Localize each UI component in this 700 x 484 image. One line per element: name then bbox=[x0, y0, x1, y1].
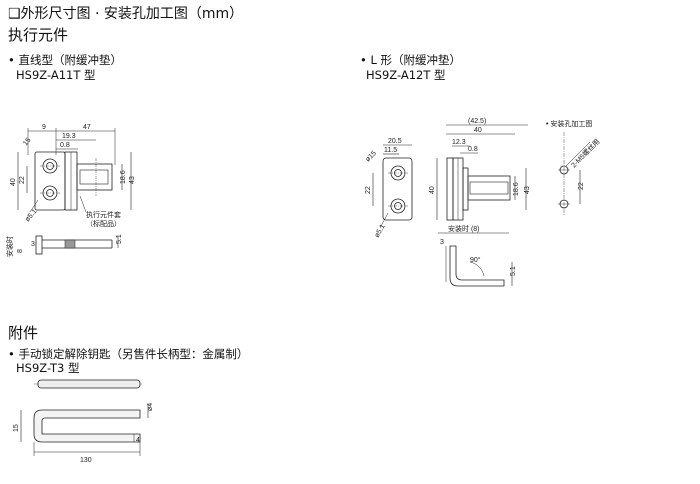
dim-90-deg: 90° bbox=[470, 256, 481, 264]
dim-8: 8 bbox=[17, 249, 24, 253]
dim-phi15: 15 bbox=[22, 137, 32, 148]
note-actuator-part: 执行元件套 bbox=[86, 210, 121, 219]
straight-actuator-drawing: 9 47 19.3 0.8 15 40 22 18.6 43 bbox=[5, 124, 136, 257]
key-dim-130: 130 bbox=[80, 457, 92, 464]
note-standard: （标配品） bbox=[86, 219, 121, 228]
dim-47: 47 bbox=[83, 124, 91, 131]
dim-22: 22 bbox=[19, 176, 26, 184]
mounting-screw-note: 2-M5螺丝用 bbox=[569, 137, 601, 169]
l-type-label: • L 形（附缓冲垫） bbox=[360, 53, 462, 67]
dim-3: 3 bbox=[31, 241, 35, 248]
dim-42-5: (42.5) bbox=[468, 118, 486, 125]
page-title: ❑外形尺寸图 · 安装孔加工图（mm） bbox=[8, 6, 244, 22]
key-model: HS9Z-T3 型 bbox=[16, 361, 80, 375]
l-actuator-drawing: (42.5) 40 20.5 11.5 ø15 12.3 0.8 22 ø5.1… bbox=[364, 118, 531, 287]
dim-43-l: 43 bbox=[524, 186, 531, 194]
dim-18-6-l: 18.6 bbox=[513, 182, 520, 196]
dim-40-l: 40 bbox=[429, 186, 436, 194]
dim-18-6: 18.6 bbox=[120, 170, 127, 184]
dim-phi15-l: ø15 bbox=[364, 150, 378, 164]
mounting-dim-22: 22 bbox=[578, 182, 585, 190]
key-dim-phi4: ø4 bbox=[147, 403, 154, 411]
dim-40-top: 40 bbox=[474, 127, 482, 134]
dim-0-8-l: 0.8 bbox=[468, 146, 478, 153]
dim-19-3: 19.3 bbox=[62, 133, 76, 140]
dim-22-l: 22 bbox=[365, 186, 372, 194]
dim-3-l: 3 bbox=[440, 239, 444, 246]
install-label: 安装时 bbox=[5, 236, 14, 257]
mounting-hole-drawing: • 安装孔加工图 2-M5螺丝用 22 bbox=[546, 119, 602, 215]
section-accessory: 附件 bbox=[8, 324, 39, 342]
key-dim-4: 4 bbox=[136, 437, 140, 444]
dim-40: 40 bbox=[10, 178, 17, 186]
dim-phi5-1-l: ø5.1 bbox=[374, 223, 387, 239]
dim-9: 9 bbox=[42, 124, 46, 131]
dim-5-1: 5.1 bbox=[116, 234, 123, 244]
l-type-model: HS9Z-A12T 型 bbox=[366, 68, 446, 82]
dim-20-5: 20.5 bbox=[388, 138, 402, 145]
dim-12-3: 12.3 bbox=[452, 139, 466, 146]
dim-11-5: 11.5 bbox=[384, 147, 397, 154]
release-key-drawing: 15 ø4 4 130 bbox=[13, 379, 154, 464]
key-label: • 手动锁定解除钥匙（另售件长柄型：金属制） bbox=[8, 347, 249, 361]
straight-type-model: HS9Z-A11T 型 bbox=[16, 68, 96, 82]
key-dim-15: 15 bbox=[13, 424, 20, 432]
mounting-label: • 安装孔加工图 bbox=[546, 119, 592, 128]
dim-0-8: 0.8 bbox=[60, 142, 70, 149]
dim-5-1-l: 5.1 bbox=[510, 266, 517, 276]
install-label-l: 安装时 (8) bbox=[448, 224, 480, 233]
section-actuator: 执行元件 bbox=[8, 26, 69, 44]
straight-type-label: • 直线型（附缓冲垫） bbox=[8, 53, 122, 67]
dim-43: 43 bbox=[129, 176, 136, 184]
